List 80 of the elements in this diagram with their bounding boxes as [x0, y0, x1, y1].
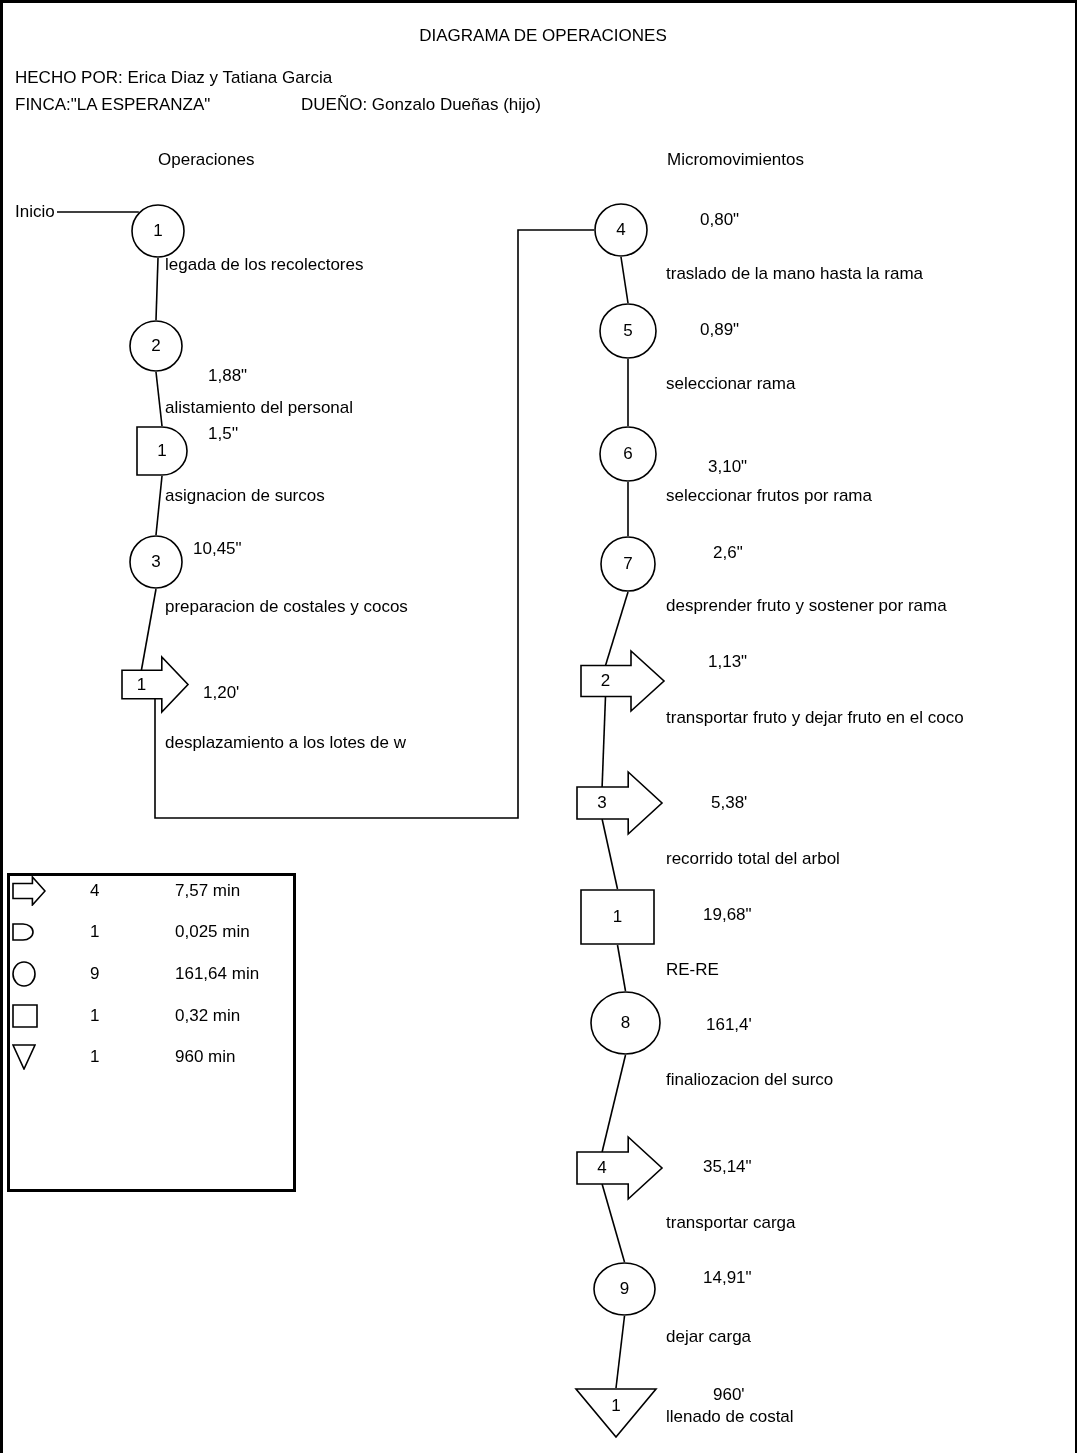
duration-label: 0,89" [700, 320, 740, 340]
time-total: 161,64 min [175, 964, 260, 984]
column-heading: Operaciones [158, 150, 255, 170]
operation-circle: 2 [129, 320, 183, 372]
diagram-title: DIAGRAMA DE OPERACIONES [419, 26, 667, 46]
transport-arrow: 1 [121, 656, 189, 713]
duration-label: 1,5'' [208, 424, 239, 444]
operation-circle: 7 [600, 536, 656, 592]
connector-line [616, 944, 627, 992]
step-description: transportar carga [666, 1213, 796, 1233]
connector-line [615, 1315, 626, 1389]
step-description: recorrido total del arbol [666, 849, 840, 869]
count-value: 1 [90, 922, 100, 942]
time-total: 0,32 min [175, 1006, 241, 1026]
duration-label: 2,6" [713, 543, 743, 563]
duration-label: 14,91" [703, 1268, 752, 1288]
duration-label: 161,4' [706, 1015, 752, 1035]
count-value: 9 [90, 964, 100, 984]
operation-circle: 3 [129, 535, 183, 589]
step-description: seleccionar rama [666, 374, 796, 394]
duration-label: 0,80" [700, 210, 740, 230]
count-value: 1 [90, 1006, 100, 1026]
connector-line [56, 211, 140, 213]
connector-line [601, 1054, 627, 1153]
step-description: finaliozacion del surco [666, 1070, 834, 1090]
step-description: desplazamiento a los lotes de w [165, 733, 406, 753]
transport-arrow: 3 [576, 771, 663, 835]
operation-circle: 4 [594, 203, 648, 257]
column-heading: Micromovimientos [667, 150, 804, 170]
transport-arrow: 4 [576, 1136, 663, 1200]
connector-line [155, 475, 163, 536]
step-description: dejar carga [666, 1327, 752, 1347]
duration-label: 3,10" [708, 457, 748, 477]
duration-label: 19,68" [703, 905, 752, 925]
inspection-square: 1 [580, 889, 655, 945]
connector-line [154, 229, 595, 819]
time-total: 7,57 min [175, 881, 241, 901]
duration-label: 10,45" [193, 539, 242, 559]
transport-arrow: 2 [580, 650, 665, 712]
count-value: 1 [90, 1047, 100, 1067]
duration-label: 1,13" [708, 652, 748, 672]
connector-line [140, 588, 157, 672]
operation-circle: 1 [131, 204, 185, 258]
connector-line [604, 591, 629, 667]
duration-label: 1,20' [203, 683, 240, 703]
step-description: asignacion de surcos [165, 486, 325, 506]
duration-label: 5,38' [711, 793, 748, 813]
step-description: llenado de costal [666, 1407, 794, 1427]
step-description: transportar fruto y dejar fruto en el coco [666, 708, 964, 728]
connector-line [627, 481, 629, 537]
time-total: 960 min [175, 1047, 236, 1067]
delay-symbol: 1 [136, 426, 188, 476]
step-description: preparacion de costales y cocos [165, 597, 408, 617]
step-description: legada de los recolectores [165, 255, 364, 275]
step-description: desprender fruto y sostener por rama [666, 596, 947, 616]
step-description: traslado de la mano hasta la rama [666, 264, 924, 284]
start-label: Inicio [15, 202, 65, 222]
duration-label: 960' [713, 1385, 745, 1405]
connector-line [627, 358, 629, 427]
operation-circle: 8 [590, 991, 661, 1055]
duration-label: 35,14" [703, 1157, 752, 1177]
connector-line [620, 256, 629, 304]
time-total: 0,025 min [175, 922, 250, 942]
connector-line [601, 695, 607, 788]
step-description: alistamiento del personal [165, 398, 354, 418]
step-description: RE-RE [666, 960, 719, 980]
step-description: seleccionar frutos por rama [666, 486, 872, 506]
storage-triangle: 1 [575, 1388, 657, 1438]
connector-line [601, 818, 619, 890]
author-line: HECHO POR: Erica Diaz y Tatiana Garcia [15, 68, 333, 88]
operation-circle: 5 [599, 303, 657, 359]
connector-line [601, 1183, 626, 1263]
connector-line [155, 257, 159, 321]
operation-circle: 9 [593, 1262, 656, 1316]
farm-name: FINCA:"LA ESPERANZA" [15, 95, 211, 115]
connector-line [155, 371, 163, 427]
operation-circle: 6 [599, 426, 657, 482]
duration-label: 1,88" [208, 366, 248, 386]
owner-name: DUEÑO: Gonzalo Dueñas (hijo) [301, 95, 541, 115]
count-value: 4 [90, 881, 100, 901]
